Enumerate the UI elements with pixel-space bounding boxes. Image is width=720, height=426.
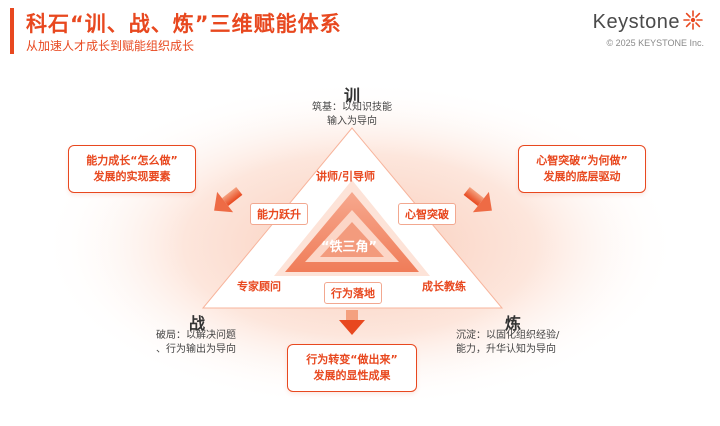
brand-logo-text: Keystone [592, 11, 680, 33]
arrow-upper-left-icon [214, 187, 243, 213]
vertex-right-desc-line1: 沉淀：以固化组织经验/ [456, 330, 560, 341]
outer-box-bottom-line1: 行为转变“做出来” [306, 353, 398, 366]
vertex-right-desc: 沉淀：以固化组织经验/ 能力，升华认知为导向 [456, 329, 596, 357]
inner-triangle-halo [274, 180, 430, 276]
vertex-left-desc: 破局：以解决问题 、行为输出为导向 [156, 329, 276, 357]
outer-box-right-line1: 心智突破“为何做” [536, 154, 628, 167]
corner-label-left: 专家顾问 [237, 280, 281, 293]
vertex-top-title: 训 [344, 86, 361, 105]
outer-box-right-line2: 发展的底层驱动 [543, 170, 621, 183]
edge-label-left: 能力跃升 [250, 203, 308, 225]
center-label: “铁三角” [321, 240, 378, 255]
outer-box-bottom: 行为转变“做出来” 发展的显性成果 [287, 344, 417, 392]
vertex-left-title: 战 [189, 314, 206, 333]
sun-logo-icon [683, 10, 703, 30]
corner-label-right: 成长教练 [422, 280, 466, 293]
outer-box-right: 心智突破“为何做” 发展的底层驱动 [518, 145, 646, 193]
title-accent-bar [10, 8, 14, 54]
vertex-right-title: 炼 [505, 314, 522, 333]
edge-label-right: 心智突破 [398, 203, 456, 225]
outer-box-left-line2: 发展的实现要素 [93, 170, 171, 183]
outer-box-left: 能力成长“怎么做” 发展的实现要素 [68, 145, 196, 193]
page-title: 科石“训、战、炼”三维赋能体系 [26, 12, 342, 36]
vertex-right-desc-line2: 能力，升华认知为导向 [456, 344, 556, 355]
outer-box-bottom-line2: 发展的显性成果 [313, 369, 391, 382]
arrow-upper-right-icon [463, 187, 492, 213]
vertex-top-desc-line2: 输入为导向 [327, 116, 377, 127]
copyright-text: © 2025 KEYSTONE Inc. [606, 38, 704, 48]
vertex-top-desc: 筑基：以知识技能 输入为导向 [292, 101, 412, 129]
outer-box-left-line1: 能力成长“怎么做” [86, 154, 178, 167]
arrow-down-icon [339, 310, 365, 335]
corner-label-top: 讲师/引导师 [316, 170, 376, 183]
vertex-left-desc-line2: 、行为输出为导向 [156, 344, 236, 355]
vertex-left-desc-line1: 破局：以解决问题 [156, 330, 236, 341]
page-subtitle: 从加速人才成长到赋能组织成长 [26, 39, 195, 53]
edge-label-bottom: 行为落地 [324, 282, 382, 304]
vertex-top-desc-line1: 筑基：以知识技能 [312, 102, 392, 113]
